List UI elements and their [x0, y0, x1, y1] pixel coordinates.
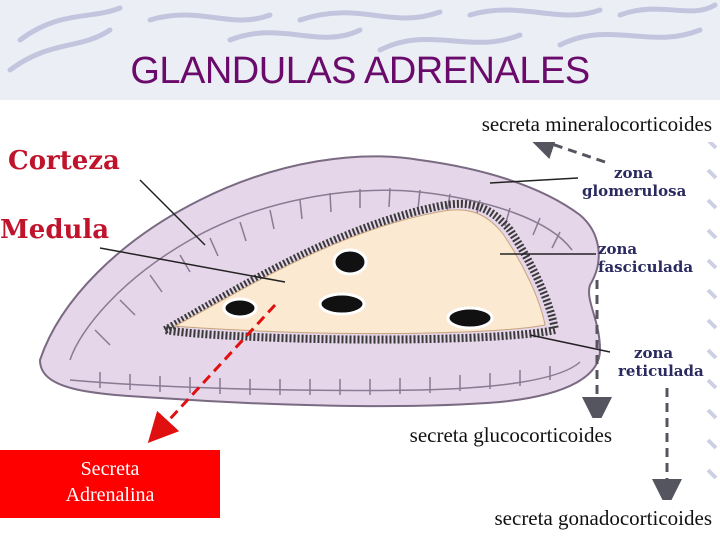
label-zona-reticulada: zona reticulada [618, 344, 704, 380]
label-medula: Medula [0, 215, 110, 245]
adrenalina-line-2: Adrenalina [65, 484, 155, 506]
secretion-mineralocorticoides: secreta mineralocorticoides [410, 108, 720, 142]
label-zona-glomerulosa: zona glomerulosa [582, 164, 687, 200]
label-zona-fasciculada: zona fasciculada [598, 240, 694, 276]
arrow-to-mineral [525, 130, 606, 164]
page-title: GLANDULAS ADRENALES [130, 50, 590, 92]
arrow-to-adrenalina [147, 303, 277, 444]
secretion-gonadocorticoides: secreta gonadocorticoides [418, 500, 720, 540]
secretion-glucocorticoides: secreta glucocorticoides [340, 418, 620, 454]
medulla-vessels [222, 248, 494, 330]
label-corteza: Corteza [8, 146, 120, 176]
adrenal-gland-diagram [38, 130, 682, 509]
cortex-lobules [69, 189, 581, 392]
adrenalina-line-1: Secreta [80, 458, 140, 480]
pointer-lines [99, 177, 611, 353]
secretion-adrenalina-box: Secreta Adrenalina [0, 450, 220, 518]
